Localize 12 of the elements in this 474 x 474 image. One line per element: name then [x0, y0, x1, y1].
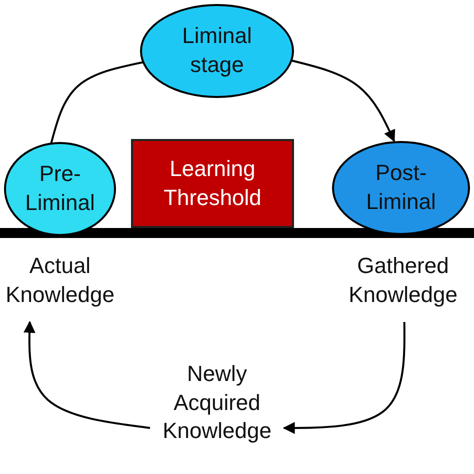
- knowledge-label: Gathered Knowledge: [336, 252, 470, 310]
- knowledge-label: Actual Knowledge: [4, 252, 116, 310]
- node-label: Liminal stage: [181, 22, 253, 79]
- threshold-box: [131, 139, 294, 228]
- arrow: [282, 322, 406, 434]
- arrow: [290, 59, 396, 142]
- arrow: [23, 320, 150, 429]
- node-label: Post- Liminal: [365, 159, 437, 216]
- connector-line: [50, 61, 144, 144]
- knowledge-label: Newly Acquired Knowledge: [150, 360, 284, 446]
- node-label: Pre- Liminal: [24, 160, 96, 217]
- node-label: Learning Threshold: [162, 154, 262, 212]
